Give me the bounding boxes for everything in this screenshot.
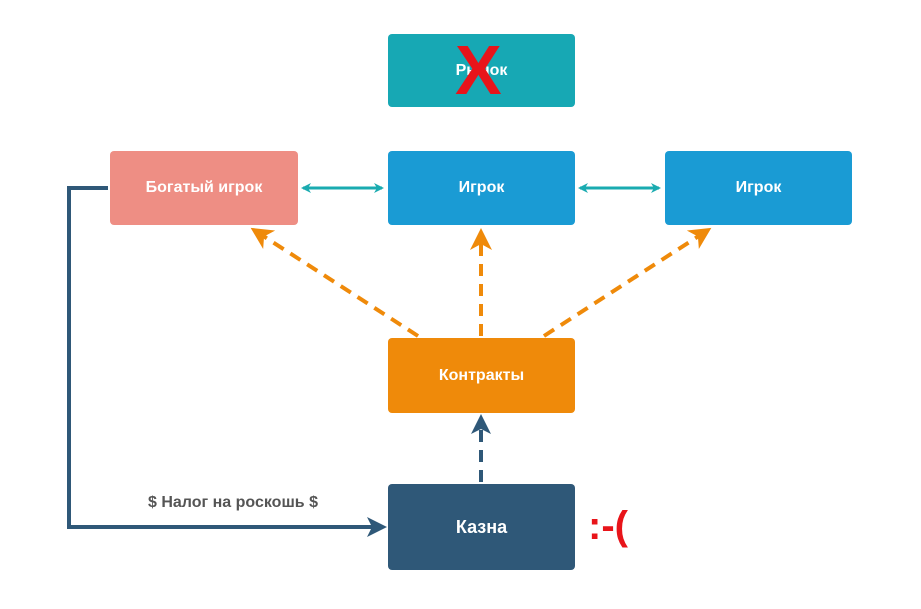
- node-player-right-label: Игрок: [735, 179, 782, 196]
- node-player-center-label: Игрок: [458, 179, 505, 196]
- node-player-right[interactable]: Игрок: [665, 151, 852, 225]
- sad-face-annotation: :-(: [588, 504, 628, 548]
- node-treasury[interactable]: Казна: [388, 484, 575, 570]
- node-contracts-label: Контракты: [438, 366, 525, 384]
- node-treasury-label: Казна: [455, 516, 508, 537]
- edge-luxury-tax: [67, 186, 387, 537]
- edge-contracts-to-rich-player: [250, 227, 420, 338]
- node-market-label: Рынок: [455, 61, 508, 79]
- edge-contracts-to-player-right: [542, 227, 712, 338]
- node-rich-player-label: Богатый игрок: [145, 179, 263, 196]
- edge-luxury-tax-label: $ Налог на роскошь $: [148, 494, 318, 511]
- node-market[interactable]: Рынок: [388, 34, 575, 107]
- cross-mark-icon: X: [455, 31, 502, 109]
- node-contracts[interactable]: Контракты: [388, 338, 575, 413]
- node-player-center[interactable]: Игрок: [388, 151, 575, 225]
- node-rich-player[interactable]: Богатый игрок: [110, 151, 298, 225]
